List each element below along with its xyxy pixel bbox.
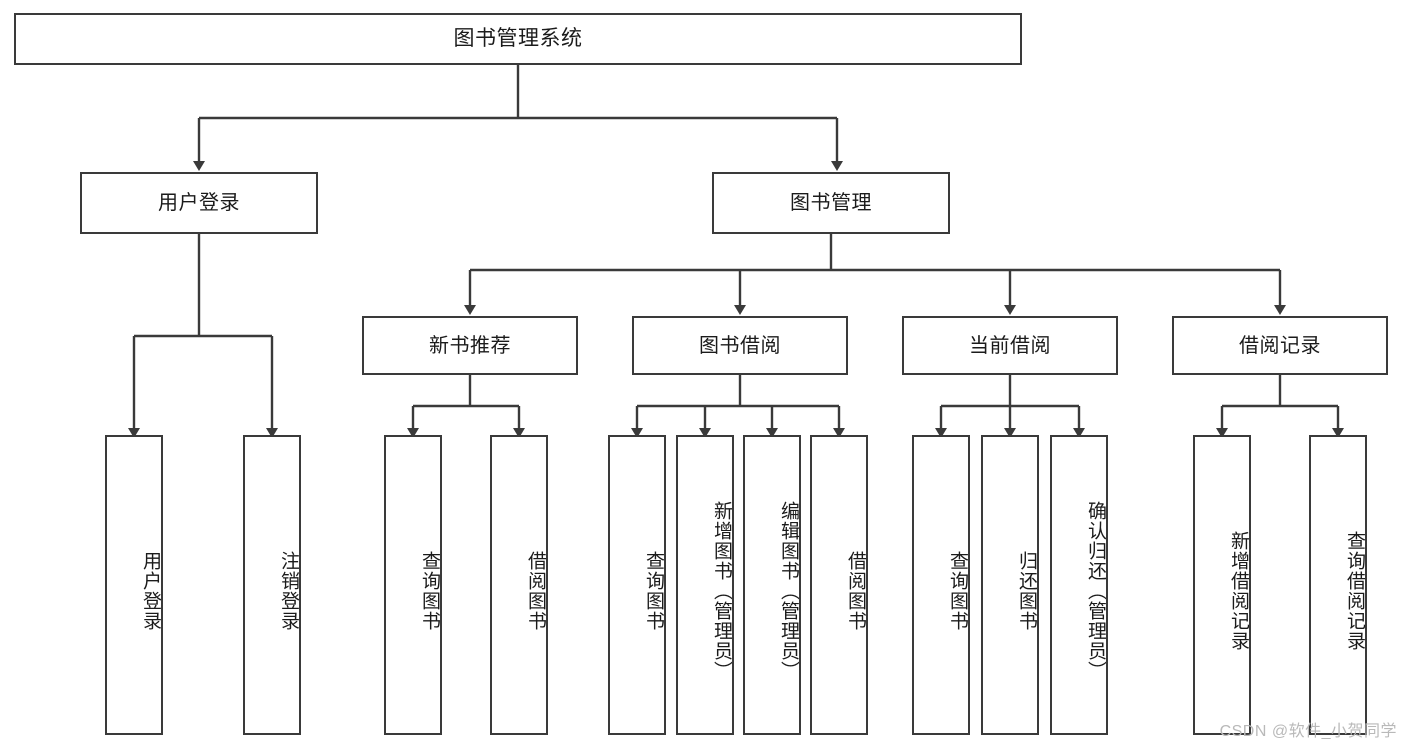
node-label: 图书管理系统 [453, 27, 583, 51]
node-new-book-recommend[interactable]: 新书推荐 [362, 316, 578, 375]
node-label: 用户登录 [158, 192, 240, 214]
node-label: 确认归还（管理员） [1085, 501, 1106, 681]
node-label: 借阅图书 [525, 551, 546, 631]
leaf-borrow-query[interactable]: 查询图书 [608, 435, 666, 735]
node-label: 查询图书 [947, 551, 968, 631]
leaf-current-query[interactable]: 查询图书 [912, 435, 970, 735]
leaf-borrow-borrow-book[interactable]: 借阅图书 [810, 435, 868, 735]
node-book-management[interactable]: 图书管理 [712, 172, 950, 234]
leaf-current-return[interactable]: 归还图书 [981, 435, 1039, 735]
csdn-watermark: CSDN @软件_小贺同学 [1219, 723, 1397, 740]
node-label: 当前借阅 [969, 334, 1051, 357]
node-book-borrow[interactable]: 图书借阅 [632, 316, 848, 375]
node-label: 编辑图书（管理员） [778, 501, 799, 681]
node-label: 新书推荐 [429, 334, 511, 357]
leaf-record-query[interactable]: 查询借阅记录 [1309, 435, 1367, 735]
leaf-borrow-add-book[interactable]: 新增图书（管理员） [676, 435, 734, 735]
leaf-new-book-borrow[interactable]: 借阅图书 [490, 435, 548, 735]
leaf-user-login-login[interactable]: 用户登录 [105, 435, 163, 735]
node-label: 用户登录 [140, 551, 161, 631]
node-label: 归还图书 [1016, 551, 1037, 631]
node-label: 注销登录 [278, 551, 299, 631]
node-label: 查询图书 [643, 551, 664, 631]
node-label: 图书借阅 [699, 334, 781, 357]
node-label: 借阅记录 [1239, 334, 1321, 357]
node-label: 图书管理 [790, 192, 872, 214]
node-root-system[interactable]: 图书管理系统 [14, 13, 1022, 65]
node-label: 借阅图书 [845, 551, 866, 631]
leaf-user-login-logout[interactable]: 注销登录 [243, 435, 301, 735]
leaf-new-book-query[interactable]: 查询图书 [384, 435, 442, 735]
leaf-borrow-edit-book[interactable]: 编辑图书（管理员） [743, 435, 801, 735]
leaf-current-confirm-return[interactable]: 确认归还（管理员） [1050, 435, 1108, 735]
leaf-record-add[interactable]: 新增借阅记录 [1193, 435, 1251, 735]
node-label: 查询图书 [419, 551, 440, 631]
node-borrow-record[interactable]: 借阅记录 [1172, 316, 1388, 375]
node-label: 查询借阅记录 [1344, 531, 1365, 651]
node-current-borrow[interactable]: 当前借阅 [902, 316, 1118, 375]
node-user-login[interactable]: 用户登录 [80, 172, 318, 234]
node-label: 新增图书（管理员） [711, 501, 732, 681]
node-label: 新增借阅记录 [1228, 531, 1249, 651]
